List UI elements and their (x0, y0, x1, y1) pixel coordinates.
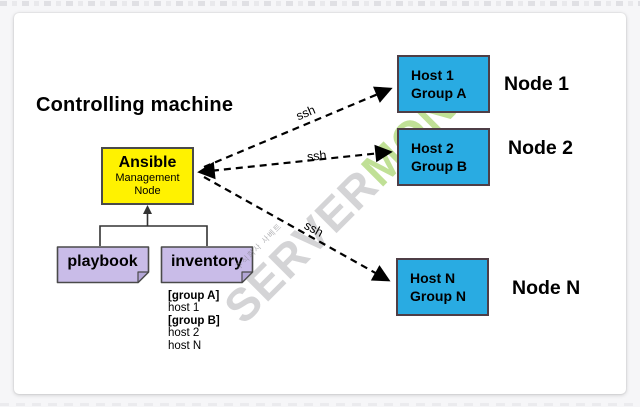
inventory-listing: [group A] host 1 [group B] host 2 host N (168, 290, 220, 352)
hostN-host-label: Host N (410, 270, 456, 286)
host1-group-label: Group A (411, 85, 467, 101)
listing-line: [group B] (168, 314, 220, 327)
listing-line: host 1 (168, 302, 200, 315)
node-label: Node (134, 185, 161, 197)
management-label: Management (115, 172, 180, 184)
listing-line: host 2 (168, 327, 200, 340)
playbook-label: playbook (67, 253, 138, 270)
listing-line: [group A] (168, 290, 220, 302)
hostN-group-label: Group N (410, 288, 466, 304)
hostN-box: Host N Group N (396, 258, 489, 316)
host1-host-label: Host 1 (411, 67, 454, 83)
node2-label: Node 2 (508, 137, 574, 159)
host2-group-label: Group B (411, 158, 467, 174)
host2-host-label: Host 2 (411, 140, 454, 156)
cropped-text-artifact-top (0, 1, 640, 6)
ssh-label-2: ssh (306, 148, 328, 164)
host1-box: Host 1 Group A (397, 55, 490, 113)
host2-box: Host 2 Group B (397, 128, 490, 186)
ansible-label: Ansible (118, 154, 177, 171)
cropped-text-artifact-bottom (0, 403, 640, 406)
listing-line: host N (168, 339, 202, 352)
ansible-management-node-box: Ansible Management Node (101, 147, 194, 205)
controlling-machine-title: Controlling machine (36, 94, 234, 116)
nodeN-label: Node N (512, 277, 581, 299)
node1-label: Node 1 (504, 73, 570, 95)
